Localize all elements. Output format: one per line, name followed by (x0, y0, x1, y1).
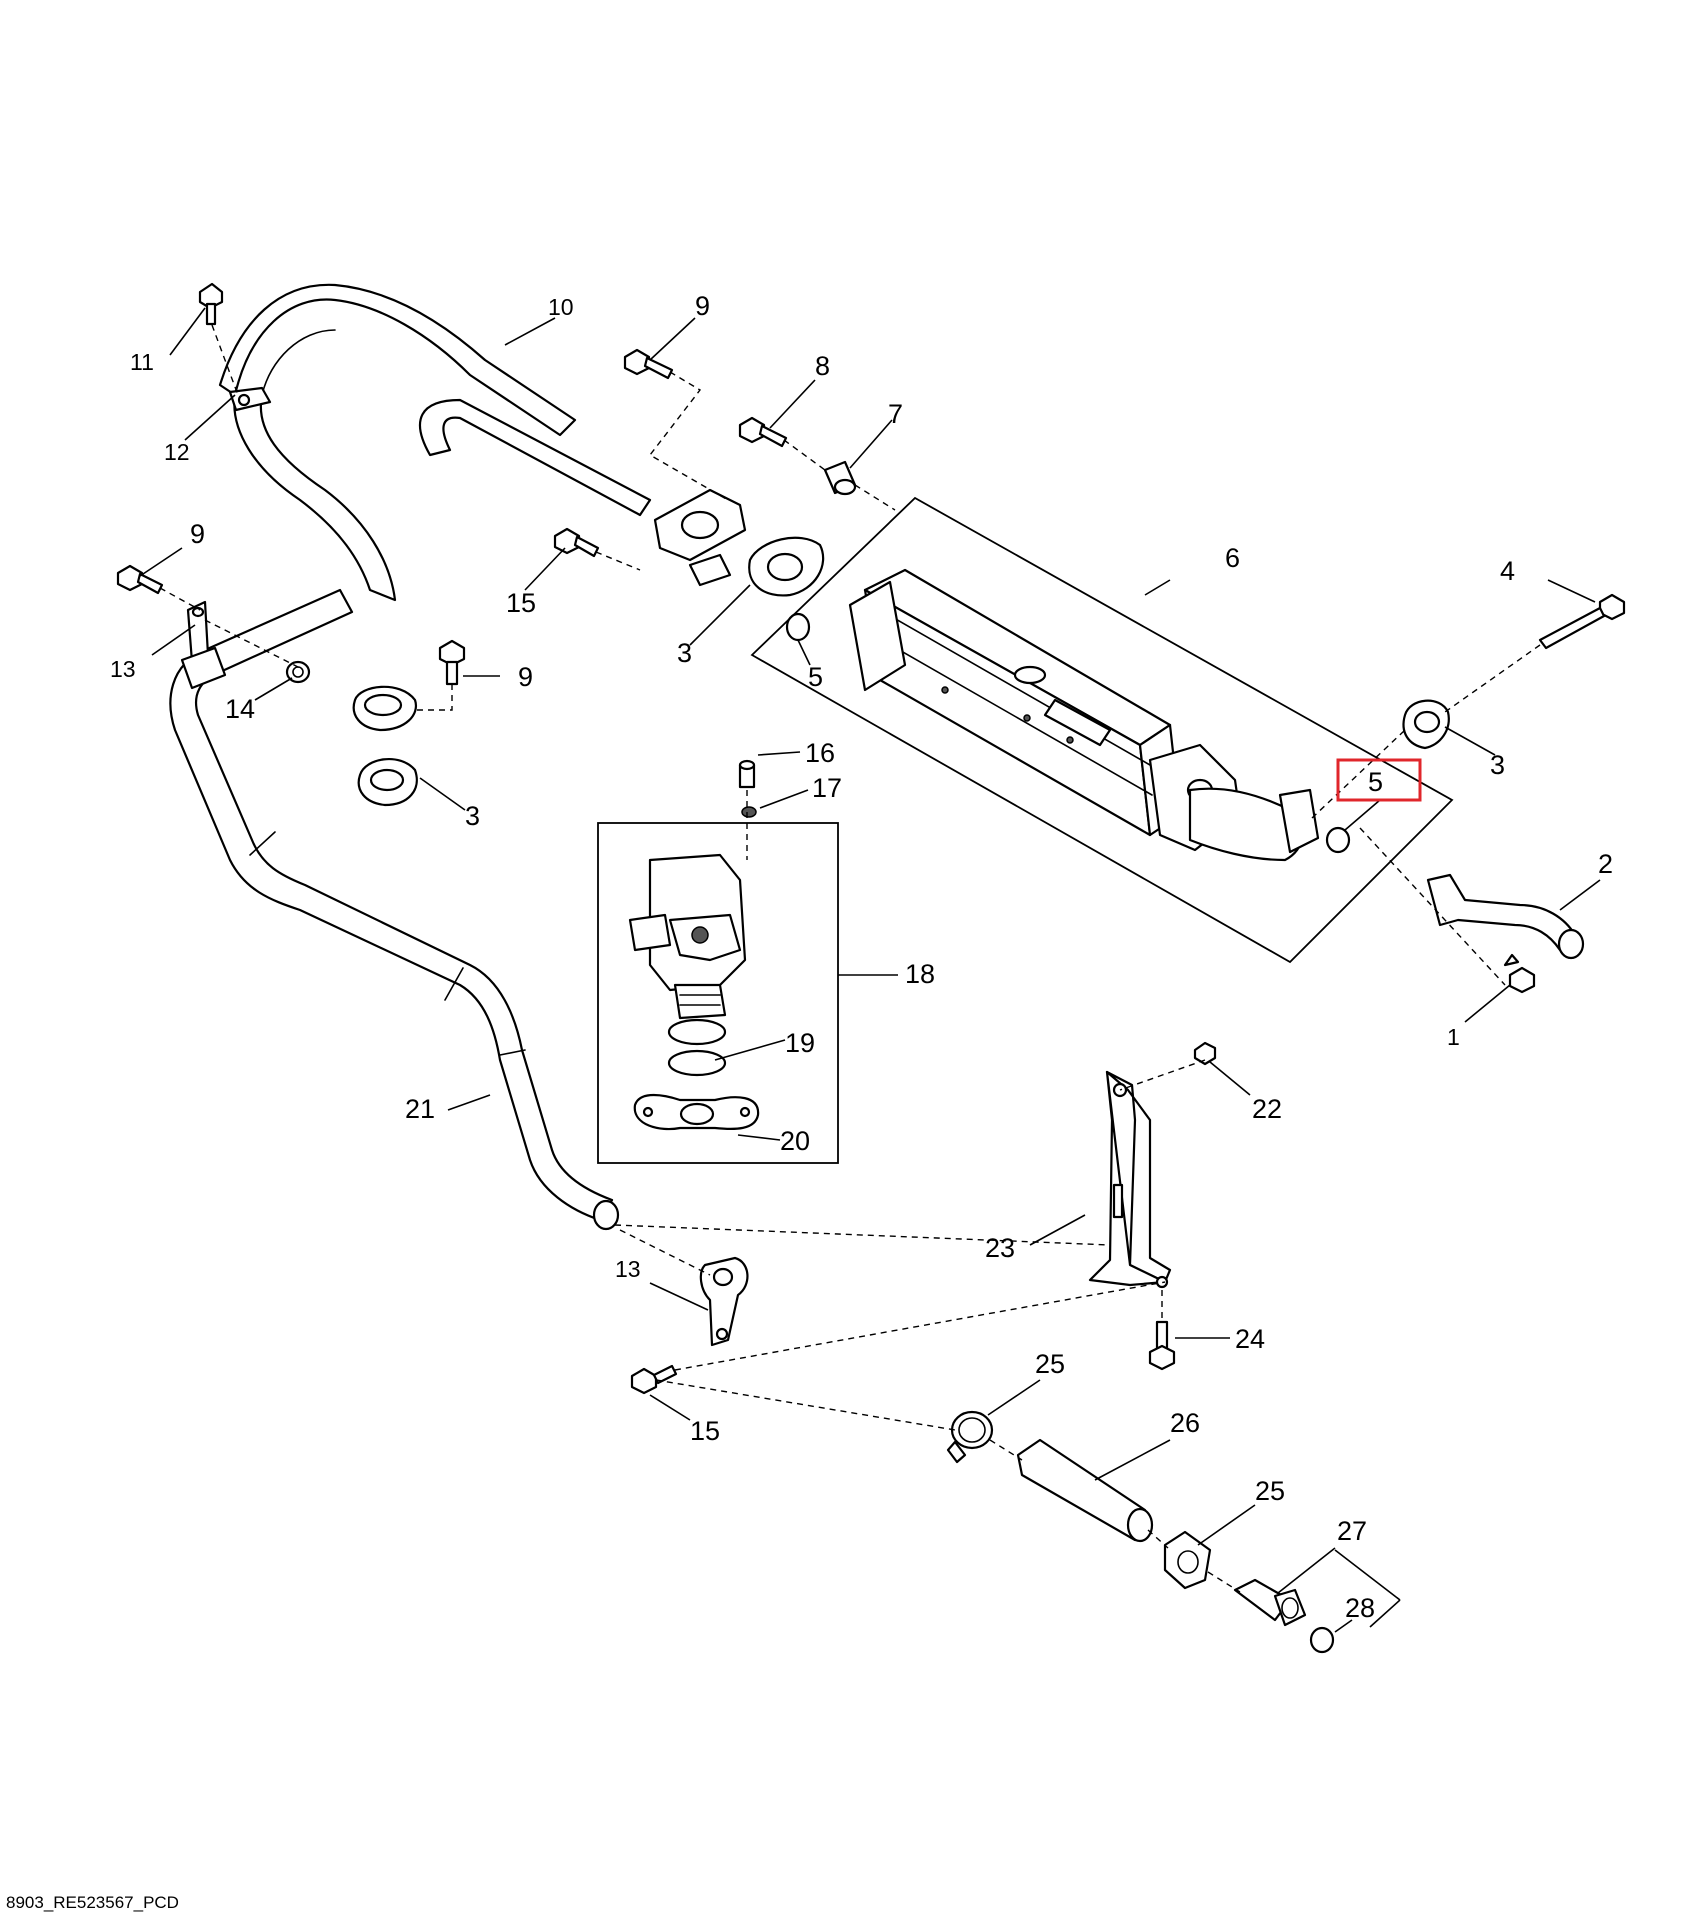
callout-9-mid: 9 (518, 662, 533, 692)
callout-14: 14 (225, 694, 255, 724)
callout-1: 1 (1447, 1024, 1460, 1050)
diagram-reference-code: 8903_RE523567_PCD (6, 1893, 179, 1912)
part-7-spacer (823, 460, 857, 496)
highlight-box (1336, 758, 1422, 802)
callout-26: 26 (1170, 1408, 1200, 1438)
part-26-hose (1016, 1438, 1154, 1543)
part-10-egr-tube (218, 283, 652, 602)
part-25-clamp-lower (1163, 1530, 1212, 1590)
part-9-bolt-mid (438, 639, 466, 686)
part-4-bolt (1538, 593, 1626, 650)
part-3-gasket-center (748, 536, 825, 597)
part-5-oring-right (1325, 826, 1351, 854)
callout-3-center: 3 (677, 638, 692, 668)
part-24-bolt (1148, 1320, 1176, 1371)
callout-3-right: 3 (1490, 750, 1505, 780)
callout-22: 22 (1252, 1094, 1282, 1124)
part-17-washer (741, 806, 757, 818)
callout-4: 4 (1500, 556, 1515, 586)
callout-6: 6 (1225, 543, 1240, 573)
callout-7: 7 (888, 399, 903, 429)
part-28-oring (1309, 1626, 1335, 1654)
callout-25-lower: 25 (1255, 1476, 1285, 1506)
part-23-bracket (1088, 1070, 1172, 1289)
callout-27: 27 (1337, 1516, 1367, 1546)
callout-16: 16 (805, 738, 835, 768)
callout-19: 19 (785, 1028, 815, 1058)
leader-lines (139, 307, 1601, 1633)
callout-11: 11 (130, 349, 154, 375)
part-9-bolt-left (116, 564, 164, 595)
part-3-gasket-left (357, 757, 418, 807)
part-12-clip (228, 386, 272, 412)
callout-9-left: 9 (190, 519, 205, 549)
part-16-bolt (738, 759, 756, 789)
callout-20: 20 (780, 1126, 810, 1156)
callout-9-upper: 9 (695, 291, 710, 321)
callout-13-lower: 13 (615, 1256, 641, 1282)
part-9-bolt-upper (623, 348, 674, 380)
callout-25-upper: 25 (1035, 1349, 1065, 1379)
callout-10: 10 (548, 294, 574, 320)
callout-15-lower: 15 (690, 1416, 720, 1446)
callout-18: 18 (905, 959, 935, 989)
part-14-spacer (285, 660, 311, 684)
callout-24: 24 (1235, 1324, 1265, 1354)
part-18-egr-valve-kit (597, 822, 839, 1164)
callout-23: 23 (985, 1233, 1015, 1263)
callout-5-highlighted: 5 (1368, 767, 1383, 797)
part-13-clamp-upper (180, 600, 227, 690)
part-6-egr-cooler (750, 496, 1454, 964)
part-11-bolt (198, 282, 224, 326)
part-3-gasket-right (1402, 699, 1450, 750)
callout-3-left: 3 (465, 801, 480, 831)
part-8-bolt (738, 416, 788, 448)
part-2-pipe (1426, 873, 1585, 960)
callout-2: 2 (1598, 849, 1613, 879)
flange-tube10-lower (352, 685, 418, 732)
callout-12: 12 (164, 439, 190, 465)
callout-13-upper: 13 (110, 656, 136, 682)
callout-21: 21 (405, 1094, 435, 1124)
assembly-lines (159, 324, 1541, 1593)
callout-17: 17 (812, 773, 842, 803)
part-15-bolt-upper (553, 527, 600, 558)
part-27-fitting (1233, 1578, 1307, 1627)
flange-tube10-upper (653, 488, 747, 587)
callout-15-upper: 15 (506, 588, 536, 618)
callout-5-left: 5 (808, 662, 823, 692)
part-22-nut (1193, 1041, 1217, 1066)
part-25-clamp-upper (946, 1410, 994, 1464)
part-21-coolant-tube (169, 588, 620, 1231)
part-15-bolt-lower (630, 1364, 678, 1395)
callout-28: 28 (1345, 1593, 1375, 1623)
part-13-clamp-lower (699, 1256, 749, 1347)
callout-8: 8 (815, 351, 830, 381)
callout-labels: 11 12 10 9 8 7 9 15 13 14 9 3 5 6 4 3 5 … (110, 291, 1613, 1623)
